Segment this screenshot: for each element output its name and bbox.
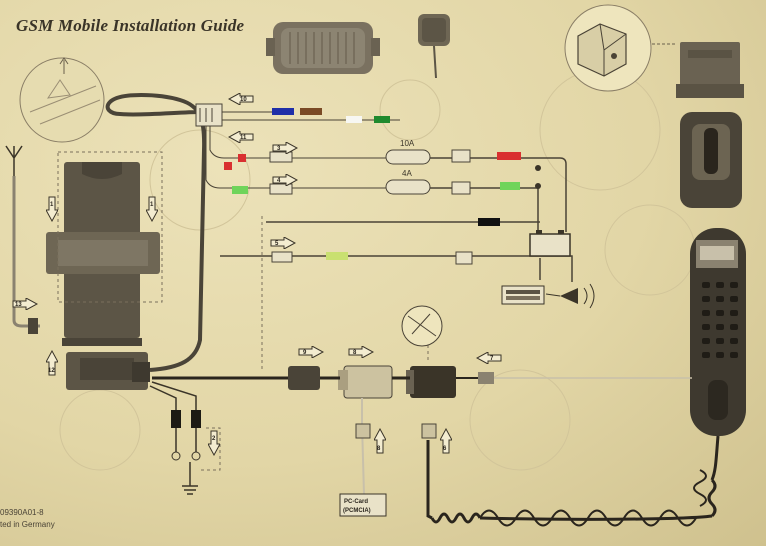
transceiver-unit — [46, 162, 160, 346]
callout-6-label: 6 — [443, 446, 447, 452]
docking-unit — [66, 352, 150, 390]
callout-8-label: 8 — [353, 350, 357, 356]
pc-card — [339, 493, 387, 517]
main-harness — [105, 93, 207, 372]
wire-light-green-2 — [500, 182, 520, 190]
callout-9-label: 9 — [303, 350, 307, 356]
callout-13-label: 13 — [15, 302, 22, 308]
adapter-9 — [288, 366, 320, 390]
wire-black — [478, 218, 500, 226]
connector-7 — [478, 372, 494, 384]
callout-8: 8 — [348, 346, 374, 358]
ground-fuse-2 — [191, 410, 201, 428]
made-in-text: ted in Germany — [0, 520, 55, 529]
callout-12: 12 — [46, 350, 58, 376]
callout-2-label: 2 — [212, 436, 216, 442]
antenna-symbol — [5, 145, 23, 176]
wire-light-green — [232, 186, 248, 194]
clip-detail-circle — [401, 305, 443, 347]
callout-1-left: 1 — [46, 196, 58, 222]
callout-4-label: 4 — [277, 178, 281, 184]
part-number: 09390A01-8 — [0, 508, 44, 517]
callout-1a-label: 1 — [50, 202, 54, 208]
callout-7: 7 — [476, 352, 502, 364]
pc-card-cable — [361, 398, 365, 495]
wire-clips — [269, 149, 473, 265]
horn-speaker — [545, 283, 595, 309]
callout-5: 5 — [270, 237, 296, 249]
callout-11: 11 — [228, 131, 254, 143]
callout-6: 6 — [440, 428, 452, 454]
fuse-4a-label: 4A — [402, 169, 412, 178]
mounting-detail-circle — [19, 57, 105, 143]
wire-brown — [300, 108, 322, 115]
wire-red — [497, 152, 521, 160]
handset — [690, 228, 746, 436]
ground-fuse-1 — [171, 410, 181, 428]
page-title: GSM Mobile Installation Guide — [16, 16, 245, 35]
callout-8-up-label: 8 — [377, 446, 381, 452]
wire-white — [346, 116, 362, 123]
callout-10-label: 10 — [240, 97, 247, 103]
ground-outline — [198, 427, 221, 471]
signal-wires — [205, 111, 400, 189]
antenna-cable — [12, 176, 40, 328]
holder-detail-circle — [564, 4, 676, 92]
fuse-10a — [385, 149, 431, 165]
wire-red-small — [224, 162, 232, 170]
adapter-8 — [338, 365, 393, 399]
wire-red-small-2 — [238, 154, 246, 162]
pc-card-plug — [355, 423, 371, 439]
antenna-connector — [28, 318, 38, 334]
gps-antenna — [418, 14, 450, 79]
adapter-6 — [406, 366, 456, 398]
pc-card-label-1: PC-Card — [344, 499, 368, 505]
callout-3: 3 — [272, 142, 298, 154]
ignition-switch — [535, 165, 541, 171]
callout-2: 2 — [208, 430, 220, 456]
coil-loops — [479, 469, 707, 527]
ring-terminal-2 — [191, 451, 201, 461]
ignition-contact — [535, 183, 541, 189]
callout-11-label: 11 — [240, 135, 247, 141]
wire-blue — [272, 108, 294, 115]
wire-yellow-green — [326, 252, 348, 260]
callout-13: 13 — [12, 298, 38, 310]
pc-card-label-2: (PCMCIA) — [343, 508, 371, 514]
callout-8-up: 8 — [374, 428, 386, 454]
ring-terminal-1 — [171, 451, 181, 461]
callout-1b-label: 1 — [150, 202, 154, 208]
phone-cradle — [680, 112, 742, 208]
callout-5-label: 5 — [275, 241, 279, 247]
callout-1-right: 1 — [146, 196, 158, 222]
handset-plug — [421, 423, 437, 439]
car-radio — [501, 285, 545, 305]
harness-connector — [195, 103, 223, 127]
mounting-outline — [57, 151, 163, 303]
cradle-bracket — [676, 42, 744, 98]
fuse-4a — [385, 179, 431, 195]
callout-10: 10 — [228, 93, 254, 105]
speaker-unit — [266, 22, 380, 74]
callout-4: 4 — [272, 174, 298, 186]
callout-3-label: 3 — [277, 146, 281, 152]
ground-leads — [149, 381, 198, 495]
fuse-10a-label: 10A — [400, 139, 415, 148]
callout-7-label: 7 — [490, 356, 494, 362]
background-circles — [59, 69, 696, 471]
handset-coil-cord — [426, 435, 720, 524]
wire-green — [374, 116, 390, 123]
callout-12-label: 12 — [48, 368, 55, 374]
callout-9: 9 — [298, 346, 324, 358]
battery — [529, 230, 571, 257]
